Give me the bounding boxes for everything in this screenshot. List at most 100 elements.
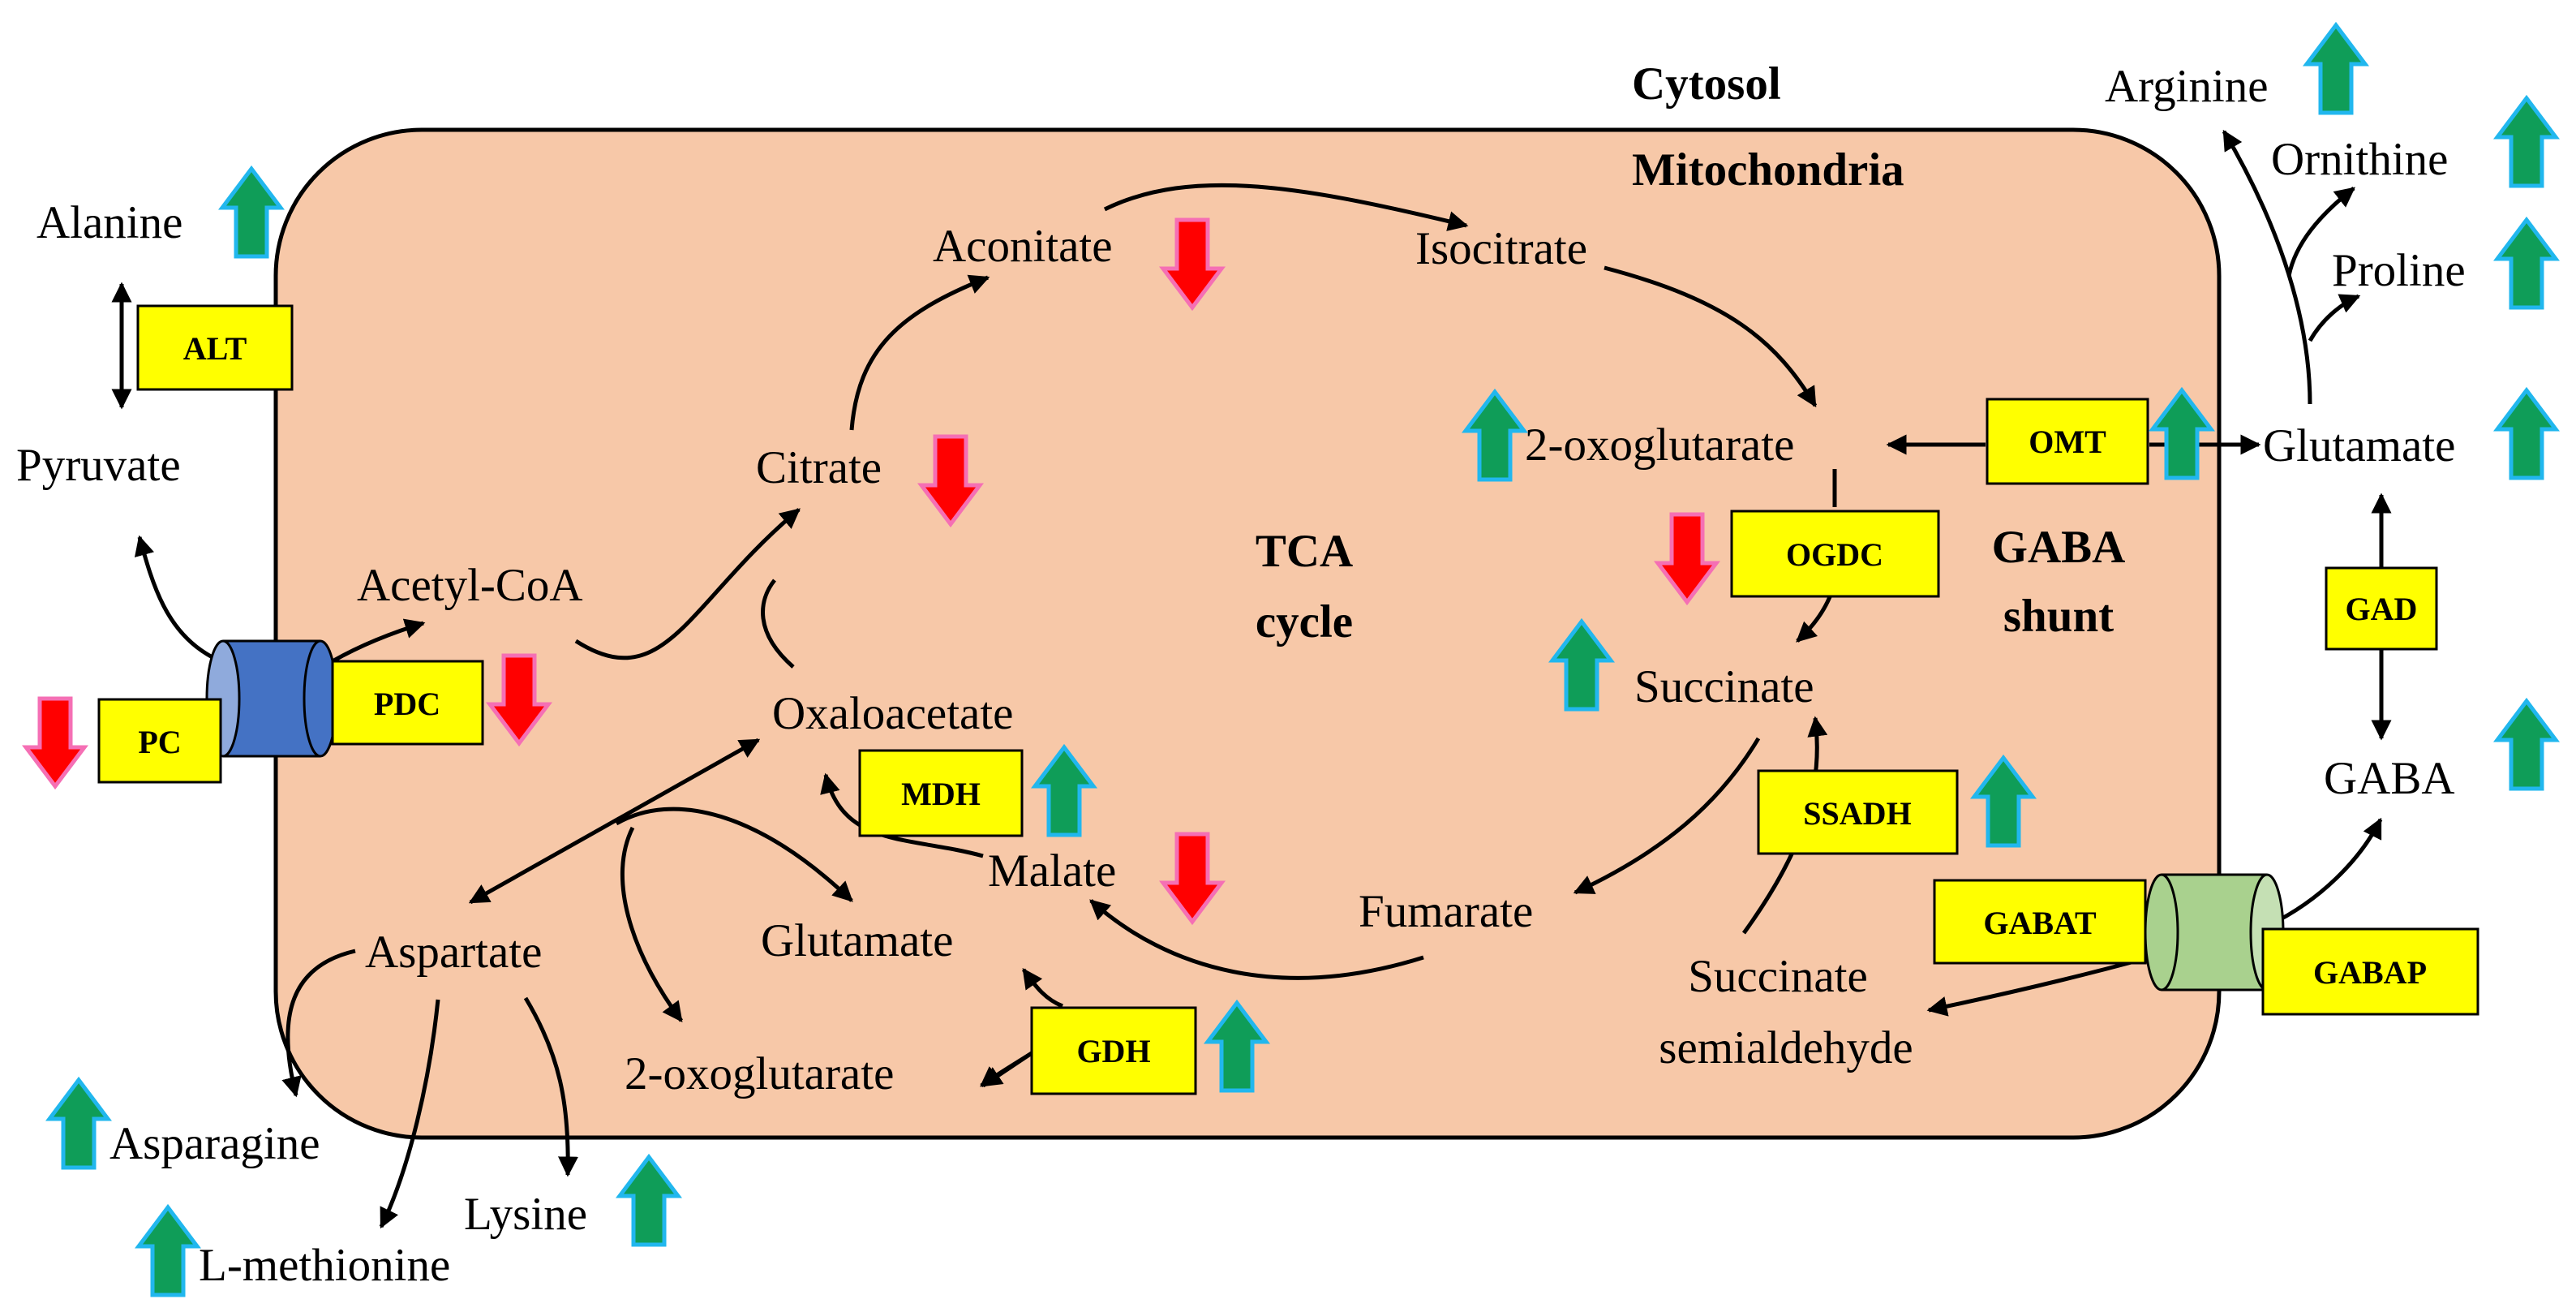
up-arrow-icon-gaba (2493, 697, 2560, 791)
metabolite-oxaloacetate: Oxaloacetate (772, 688, 1013, 739)
up-arrow-icon-glutamate-cyto (2493, 386, 2560, 480)
pyruvate-export-arrow (134, 535, 214, 660)
aspartate-methionine-arrow (379, 999, 440, 1229)
svg-text:GDH: GDH (1076, 1033, 1150, 1069)
metabolite-fumarate: Fumarate (1359, 886, 1533, 937)
svg-text:PC: PC (138, 724, 181, 760)
metabolite-ornithine: Ornithine (2271, 134, 2448, 185)
metabolite-succinate-semialdehyde: Succinate (1688, 951, 1868, 1002)
svg-text:GAD: GAD (2346, 591, 2418, 627)
svg-text:SSADH: SSADH (1803, 795, 1911, 832)
tca-cycle-label: cycle (1256, 596, 1353, 647)
oaa-to-citrate-line (761, 579, 795, 669)
proline-branch-arrow (2308, 294, 2361, 342)
up-arrow-icon-ssadh (1970, 754, 2037, 848)
up-arrow-icon-arginine (2303, 21, 2369, 115)
svg-text:GABAT: GABAT (1983, 905, 2097, 941)
aconitate-isocitrate-arrow (1103, 183, 1469, 231)
isocitrate-oxoglutarate-arrow (1604, 265, 1818, 408)
downregulation-indicators (22, 217, 1720, 926)
up-arrow-icon-succinate (1548, 617, 1615, 712)
metabolite-gaba: GABA (2324, 753, 2455, 804)
metabolite-glutamate-cytosol: Glutamate (2263, 420, 2455, 471)
metabolite-asparagine: Asparagine (109, 1118, 320, 1169)
enzyme-gad: GAD (2325, 566, 2438, 651)
metabolite-oxoglutarate-lower: 2-oxoglutarate (625, 1048, 894, 1099)
metabolite-l-methionine: L-methionine (199, 1240, 450, 1291)
enzyme-alt: ALT (136, 304, 294, 391)
succinate-fumarate-arrow (1573, 737, 1761, 895)
svg-text:OMT: OMT (2029, 424, 2106, 460)
enzyme-ogdc: OGDC (1730, 510, 1940, 598)
aspartate-lysine-arrow (523, 996, 579, 1177)
metabolite-isocitrate: Isocitrate (1415, 223, 1587, 274)
metabolite-aspartate: Aspartate (365, 927, 542, 978)
down-arrow-icon-citrate (917, 434, 984, 528)
down-arrow-icon-malate (1159, 832, 1226, 926)
metabolite-aconitate: Aconitate (933, 221, 1113, 272)
fumarate-malate-arrow (1089, 899, 1424, 980)
metabolite-pyruvate: Pyruvate (16, 440, 181, 491)
metabolite-lysine: Lysine (464, 1189, 587, 1240)
metabolite-glutamate-mito: Glutamate (761, 915, 953, 966)
citrate-synthase-arrow (574, 508, 801, 660)
up-arrow-icon-ornithine (2493, 94, 2560, 188)
up-arrow-icon-gdh (1204, 999, 1270, 1093)
metabolite-arginine: Arginine (2105, 61, 2269, 112)
transamination-glutamate-arrow (615, 807, 853, 902)
up-arrow-icon-proline (2493, 216, 2560, 310)
enzyme-gabat: GABAT (1933, 879, 2147, 965)
up-arrow-icon-omt (2149, 386, 2215, 480)
up-arrow-icon-oxoglutarate-tca (1462, 388, 1528, 482)
metabolite-acetyl-coa: Acetyl-CoA (357, 560, 583, 611)
svg-text:PDC: PDC (374, 686, 440, 722)
pc-transporter (205, 639, 338, 758)
up-arrow-icon-asparagine (45, 1076, 112, 1170)
svg-text:OGDC: OGDC (1786, 536, 1883, 573)
svg-text:MDH: MDH (901, 776, 981, 812)
tca-cycle-label: TCA (1256, 526, 1353, 577)
gabat-ssa-arrow (1926, 955, 2150, 1017)
metabolite-citrate: Citrate (756, 442, 882, 493)
down-arrow-icon-pdc (486, 653, 552, 747)
upregulation-indicators (45, 21, 2560, 1297)
up-arrow-icon-l-methionine (135, 1203, 201, 1297)
glutamate-arginine-arrow (2222, 129, 2312, 405)
gdh-glutamate-arrow (1021, 967, 1063, 1009)
mitochondria-label: Mitochondria (1632, 144, 1904, 196)
enzyme-pdc: PDC (331, 660, 484, 746)
gaba-transporter (2144, 873, 2285, 992)
enzyme-ssadh: SSADH (1757, 769, 1959, 855)
down-arrow-icon-aconitate (1159, 217, 1226, 312)
ornithine-branch-arrow (2286, 187, 2355, 277)
enzyme-pc: PC (97, 698, 222, 784)
gaba-shunt-label: shunt (2003, 591, 2114, 642)
metabolite-proline: Proline (2332, 245, 2466, 296)
svg-text:GABAP: GABAP (2313, 954, 2427, 991)
metabolite-malate: Malate (988, 845, 1116, 897)
enzyme-gabap: GABAP (2261, 927, 2479, 1016)
down-arrow-icon-ogdc (1654, 512, 1720, 606)
citrate-aconitate-arrow (849, 274, 990, 431)
metabolite-alanine: Alanine (36, 197, 182, 248)
cytosol-label: Cytosol (1632, 58, 1781, 110)
metabolite-oxoglutarate-tca: 2-oxoglutarate (1525, 419, 1794, 471)
transamination-oxoglutarate-arrow (620, 826, 684, 1023)
up-arrow-icon-lysine (616, 1153, 682, 1247)
aspartate-oxaloacetate-arrow (468, 738, 761, 905)
enzyme-omt: OMT (1986, 398, 2149, 485)
svg-text:ALT: ALT (183, 330, 247, 367)
metabolite-succinate-semialdehyde: semialdehyde (1659, 1022, 1913, 1073)
up-arrow-icon-mdh (1031, 743, 1097, 837)
down-arrow-icon-pc (22, 696, 88, 790)
enzyme-mdh: MDH (858, 749, 1024, 837)
aspartate-asparagine-arrow (281, 949, 356, 1098)
metabolite-succinate: Succinate (1634, 661, 1814, 712)
up-arrow-icon-alanine (218, 165, 285, 259)
gaba-shunt-label: GABA (1992, 522, 2126, 573)
mitochondrion-membrane (273, 127, 2222, 1140)
gdh-oxoglutarate-tail (981, 1051, 1033, 1088)
gaba-import-arrow (2268, 817, 2383, 927)
enzyme-gdh: GDH (1030, 1006, 1197, 1095)
